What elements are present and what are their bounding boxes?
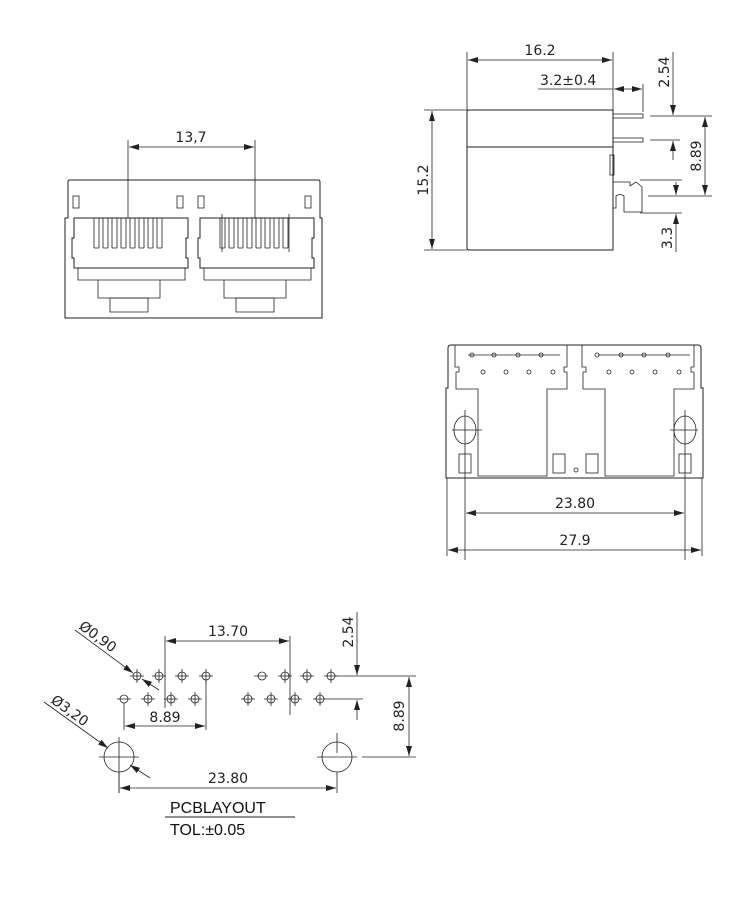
side-height-dimension: 15.2 [416,164,432,195]
tolerance-note: TOL:±0.05 [170,822,245,839]
pcb-pin-span-dimension: 8.89 [149,710,180,726]
pin-holes [117,669,338,706]
pcb-row-pitch-dimension: 2.54 [341,616,357,647]
pcb-port-pitch-dimension: 13.70 [208,624,248,640]
pcb-post-hole-dimension: Ø3,20 [48,692,92,730]
pcb-pin-to-post-dimension: 8.89 [392,700,408,731]
side-pin-row-dimension: 2.54 [657,56,673,87]
pcb-post-span-dimension: 23.80 [208,771,248,787]
side-depth-dimension: 16.2 [524,43,555,59]
front-port-pitch-dimension: 13,7 [175,130,206,146]
pcb-layout-title: PCBLAYOUT [170,800,266,817]
bottom-width-dimension: 27.9 [559,533,590,549]
pcb-layout: 13.70 8.89 23.80 2.54 8.89 Ø0,90 Ø3,20 P… [43,612,416,839]
side-view: 16.2 3.2±0.4 15.2 2.54 8.89 3.3 [416,43,712,252]
pcb-pin-hole-dimension: Ø0,90 [76,618,120,656]
post-holes [99,733,357,793]
front-view: 13,7 [64,130,323,319]
side-pin-length-dimension: 3.2±0.4 [540,73,596,89]
side-pin-to-post-dimension: 8.89 [689,140,705,171]
bottom-view: 23.80 27.9 [445,344,704,560]
side-post-length-dimension: 3.3 [660,227,676,249]
bottom-post-span-dimension: 23.80 [555,496,595,512]
jack-left [71,217,189,313]
